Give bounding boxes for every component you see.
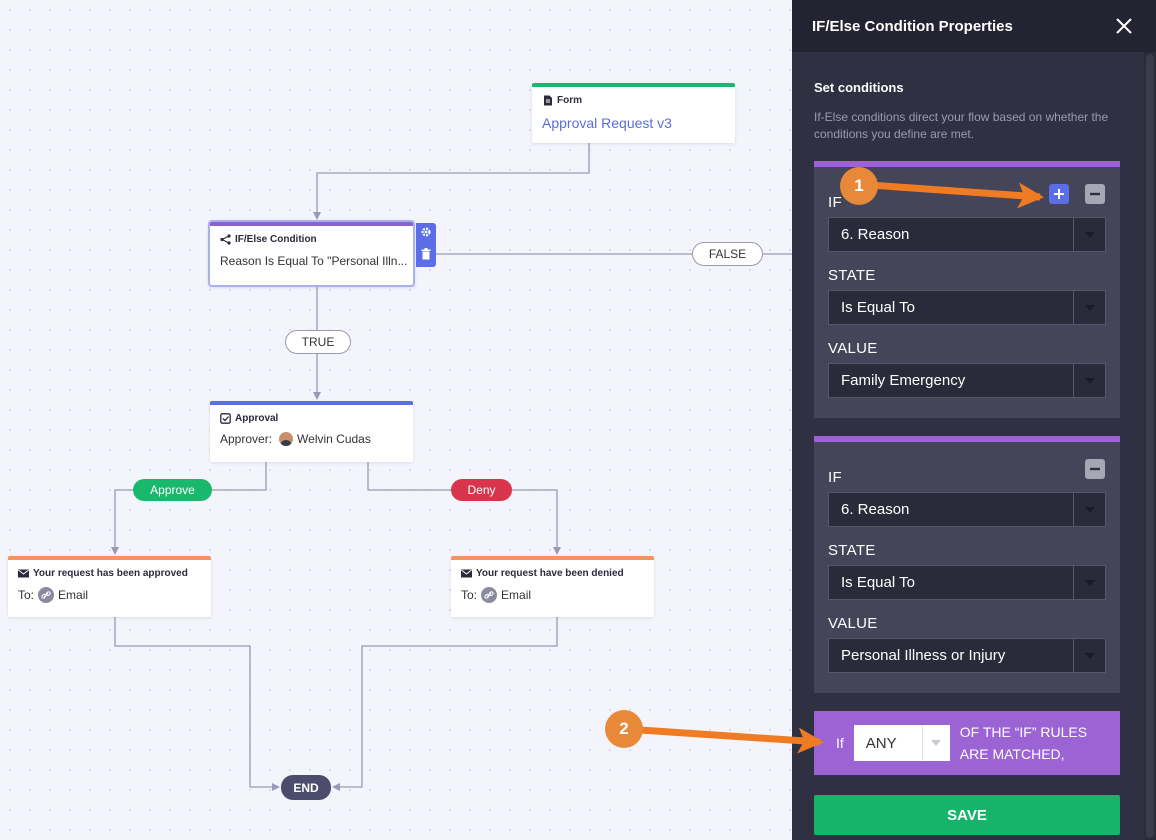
node-type-label: IF/Else Condition: [235, 234, 317, 245]
approve-branch-label[interactable]: Approve: [133, 479, 212, 501]
value-label: VALUE: [828, 340, 878, 357]
caret-down-icon: [921, 725, 950, 761]
remove-condition-button[interactable]: [1085, 459, 1105, 479]
avatar: [279, 432, 294, 446]
save-button[interactable]: SAVE: [814, 795, 1120, 835]
section-description: If-Else conditions direct your flow base…: [814, 110, 1109, 141]
to-label: To:: [461, 588, 478, 602]
scrollbar-thumb[interactable]: [1146, 54, 1154, 838]
end-node[interactable]: END: [281, 775, 331, 800]
node-accent-bar: [532, 83, 735, 87]
node-toolbar: [416, 223, 436, 267]
link-icon: [38, 587, 55, 603]
properties-panel: IF/Else Condition Properties Set conditi…: [792, 0, 1156, 840]
annotation-badge-1: 1: [840, 167, 878, 205]
node-accent-bar: [451, 556, 654, 560]
true-branch-label[interactable]: TRUE: [285, 330, 351, 354]
approver-name: Welvin Cudas: [297, 432, 371, 446]
deny-branch-label[interactable]: Deny: [451, 479, 512, 501]
node-accent-bar: [210, 222, 413, 226]
value-value: Personal Illness or Injury: [841, 647, 1006, 664]
gear-icon[interactable]: [420, 225, 432, 243]
approval-icon: [220, 413, 231, 424]
value-select[interactable]: Personal Illness or Injury: [828, 638, 1106, 673]
condition-block: IF 6. Reason STATE Is Equal To VALUE Per…: [814, 436, 1120, 693]
if-label: IF: [828, 194, 842, 211]
value-value: Family Emergency: [841, 372, 966, 389]
node-accent-bar: [210, 401, 413, 405]
value-select[interactable]: Family Emergency: [828, 363, 1106, 398]
approval-node[interactable]: Approval Approver: Welvin Cudas: [210, 401, 413, 462]
denied-email-node[interactable]: Your request have been denied To: Email: [451, 556, 654, 617]
to-value: Email: [501, 588, 532, 602]
connector-approved-to-end: [114, 617, 280, 791]
connector-denied-to-end: [332, 617, 558, 791]
trash-icon[interactable]: [421, 247, 431, 265]
panel-header: IF/Else Condition Properties: [792, 0, 1156, 52]
document-icon: [542, 95, 553, 106]
match-rule-box: If ANY OF THE “IF” RULES ARE MATCHED,: [814, 711, 1120, 775]
caret-down-icon: [1073, 218, 1105, 251]
state-value: Is Equal To: [841, 574, 915, 591]
connector-form-to-ifelse: [313, 143, 590, 220]
branch-icon: [220, 234, 231, 245]
caret-down-icon: [1073, 566, 1105, 599]
node-type-label: Your request have been denied: [476, 568, 624, 579]
connector-approval-deny: [367, 462, 557, 551]
remove-condition-button[interactable]: [1085, 184, 1105, 204]
state-select[interactable]: Is Equal To: [828, 290, 1106, 325]
approver-label: Approver:: [220, 432, 273, 446]
add-condition-button[interactable]: [1049, 184, 1069, 204]
caret-down-icon: [1073, 291, 1105, 324]
state-label: STATE: [828, 542, 876, 559]
if-label: IF: [828, 469, 842, 486]
caret-down-icon: [1073, 639, 1105, 672]
if-field-select[interactable]: 6. Reason: [828, 217, 1106, 252]
ifelse-node[interactable]: IF/Else Condition Reason Is Equal To "Pe…: [208, 220, 415, 287]
connector-approval-approve: [115, 462, 267, 551]
form-node[interactable]: Form Approval Request v3: [532, 83, 735, 143]
state-value: Is Equal To: [841, 299, 915, 316]
to-value: Email: [58, 588, 89, 602]
link-icon: [481, 587, 498, 603]
match-mode-select[interactable]: ANY: [853, 725, 950, 761]
panel-scrollbar[interactable]: [1144, 52, 1156, 840]
section-title: Set conditions: [814, 80, 904, 95]
node-accent-bar: [8, 556, 211, 560]
close-icon[interactable]: [1112, 14, 1136, 38]
node-type-label: Form: [557, 95, 582, 106]
annotation-badge-2: 2: [605, 710, 643, 748]
envelope-icon: [18, 568, 29, 579]
flow-canvas[interactable]: Form Approval Request v3 IF/Else Conditi…: [0, 0, 792, 840]
caret-down-icon: [1073, 364, 1105, 397]
match-suffix: OF THE “IF” RULES ARE MATCHED,: [959, 724, 1088, 762]
panel-title: IF/Else Condition Properties: [812, 17, 1013, 35]
state-select[interactable]: Is Equal To: [828, 565, 1106, 600]
approved-email-node[interactable]: Your request has been approved To: Email: [8, 556, 211, 617]
to-label: To:: [18, 588, 35, 602]
envelope-icon: [461, 568, 472, 579]
node-type-label: Your request has been approved: [33, 568, 188, 579]
match-prefix: If: [836, 735, 844, 751]
node-type-label: Approval: [235, 413, 279, 424]
condition-summary: Reason Is Equal To "Personal Illn...: [220, 254, 408, 268]
false-branch-label[interactable]: FALSE: [692, 242, 763, 266]
if-field-value: 6. Reason: [841, 226, 910, 243]
match-mode-value: ANY: [865, 734, 897, 752]
value-label: VALUE: [828, 615, 878, 632]
form-name-link[interactable]: Approval Request v3: [542, 115, 672, 131]
if-field-value: 6. Reason: [841, 501, 910, 518]
if-field-select[interactable]: 6. Reason: [828, 492, 1106, 527]
caret-down-icon: [1073, 493, 1105, 526]
state-label: STATE: [828, 267, 876, 284]
flow-connectors: [0, 143, 792, 791]
